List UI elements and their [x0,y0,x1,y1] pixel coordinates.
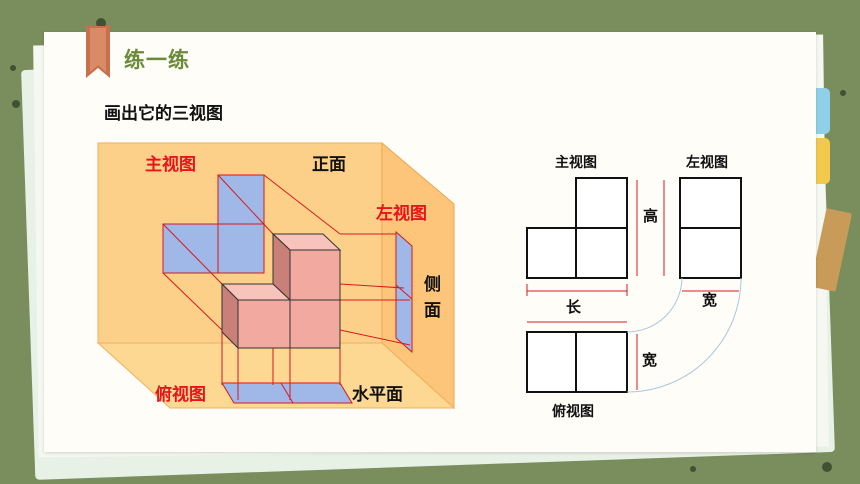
width-label-right: 宽 [701,291,717,309]
label-front-view: 主视图 [145,154,196,175]
front-view-right-square [575,227,628,279]
decor-dot [12,100,20,108]
label-side-plane-2: 面 [424,301,441,321]
blue-tab [816,88,830,134]
top-view-right-rect [575,331,628,393]
page-subtitle: 画出它的三视图 [104,104,223,124]
dimension-lines [526,180,739,390]
projection-arcs [626,277,742,393]
height-label: 高 [643,207,658,225]
label-front-plane: 正面 [312,155,346,175]
front-view-left-square [526,227,577,279]
projection-lines [162,174,411,400]
label-left-view: 左视图 [376,203,427,224]
left-view-bottom-square [679,227,742,279]
three-view-top-label: 俯视图 [552,403,594,420]
three-view-front-label: 主视图 [555,154,597,171]
stacked-cubes [220,232,342,350]
yellow-tab [816,138,830,184]
top-view-left-rect [526,331,577,393]
left-view-top-square [679,177,742,229]
decor-dot [10,65,16,71]
bookmark-icon [86,26,110,78]
decor-dot [822,462,832,472]
decor-dot [690,466,696,472]
label-side-plane-1: 侧 [424,274,441,295]
decor-dot [96,18,106,28]
label-horizontal-plane: 水平面 [352,384,403,405]
page-title: 练一练 [124,48,190,72]
label-top-view: 俯视图 [155,384,206,405]
decor-dot [840,90,846,96]
front-view-top-square [575,177,628,229]
width-label-bottom: 宽 [641,351,657,369]
three-view-left-label: 左视图 [685,154,728,171]
length-label: 长 [566,298,582,316]
